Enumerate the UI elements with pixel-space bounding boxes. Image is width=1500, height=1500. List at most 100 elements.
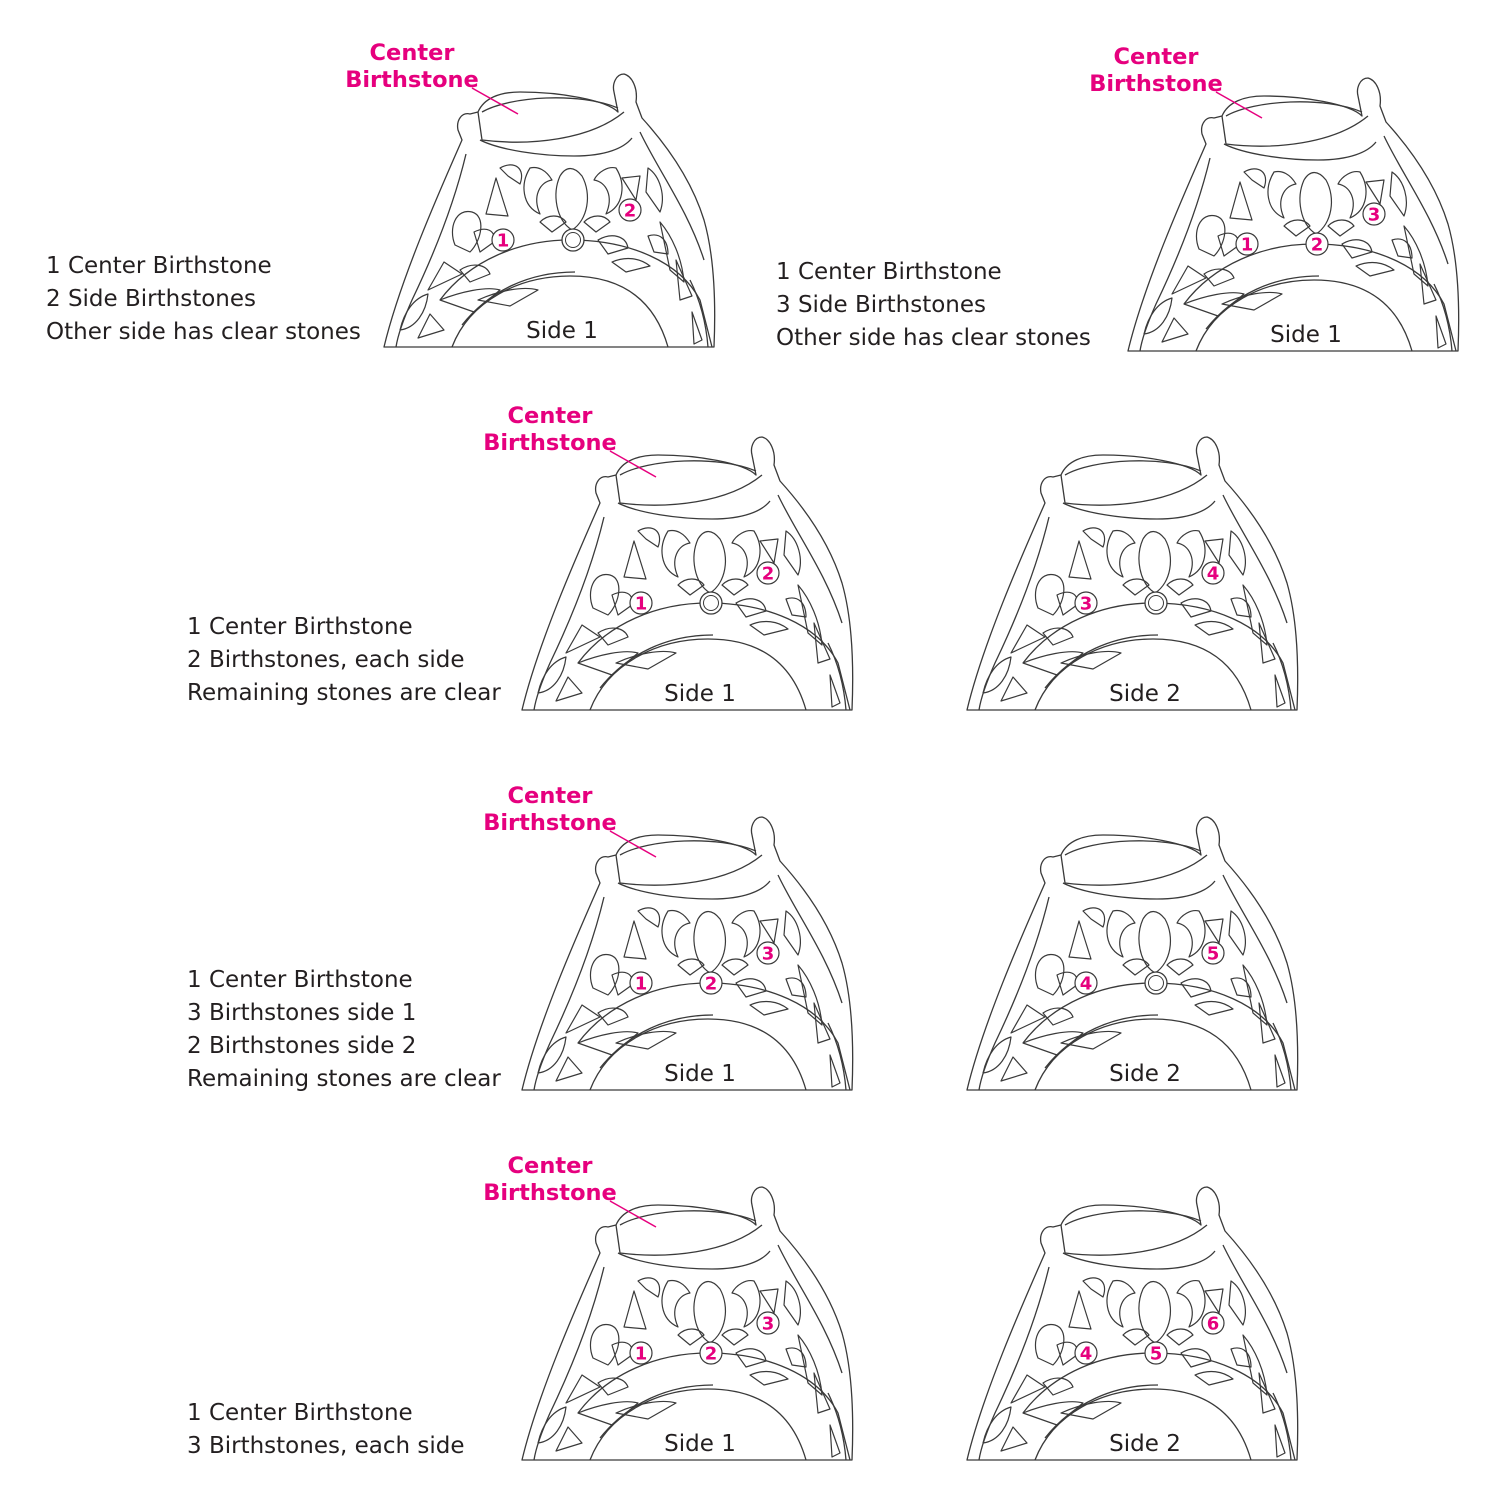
side-label: Side 1 <box>664 681 736 707</box>
center-birthstone-label: Center <box>1114 44 1200 70</box>
center-birthstone-label: Birthstone <box>483 1180 617 1206</box>
filigree-cutout <box>785 977 807 998</box>
description-line: 3 Side Birthstones <box>776 292 986 318</box>
ring-outline <box>599 1014 714 1069</box>
ring-outline <box>617 1250 771 1270</box>
ring-outline <box>617 500 771 520</box>
filigree-cutout <box>1419 263 1437 305</box>
filigree-cutout <box>637 527 661 548</box>
birthstone-number: 2 <box>624 201 637 222</box>
description-line: Other side has clear stones <box>776 325 1091 351</box>
description-line: Other side has clear stones <box>46 319 361 345</box>
description-line: Remaining stones are clear <box>187 1066 501 1092</box>
filigree-cutout <box>1204 538 1224 564</box>
filigree-cutout <box>645 167 663 213</box>
filigree-cutout <box>1283 219 1311 237</box>
filigree-cutout <box>1242 964 1268 1026</box>
ring-outline <box>1205 275 1320 330</box>
filigree-cutout <box>1042 627 1074 646</box>
filigree-cutout <box>537 656 567 694</box>
ring-outline <box>1060 854 1208 886</box>
ring-outline <box>689 279 709 348</box>
center-birthstone-label: Birthstone <box>1089 71 1223 97</box>
ring-outline <box>966 436 1299 711</box>
filigree-cutout <box>783 1280 801 1326</box>
side-label: Side 2 <box>1109 1061 1181 1087</box>
filigree-cutout <box>1068 1290 1092 1330</box>
description-line: 2 Birthstones side 2 <box>187 1033 417 1059</box>
birthstone-marker <box>1074 591 1098 615</box>
filigree-cutout <box>783 910 801 956</box>
center-birthstone-pointer <box>609 830 657 858</box>
filigree-cutout <box>1242 1334 1268 1396</box>
filigree-cutout <box>647 234 669 255</box>
filigree-cutout <box>1106 529 1136 578</box>
birthstone-marker <box>1235 232 1259 256</box>
side-label: Side 1 <box>664 1431 736 1457</box>
center-birthstone-label: Birthstone <box>483 810 617 836</box>
birthstone-number: 4 <box>1207 564 1220 585</box>
ring-outline <box>1222 874 1288 1004</box>
filigree-cutout <box>621 175 641 201</box>
filigree-cutout <box>1122 1328 1150 1346</box>
filigree-cutout <box>555 167 589 231</box>
ring-outline <box>1139 157 1211 352</box>
filigree-cutout <box>537 1406 567 1444</box>
filigree-cutout <box>661 529 691 578</box>
birthstone-marker <box>699 971 723 995</box>
birthstone-marker <box>756 561 780 585</box>
filigree-cutout <box>749 1000 789 1016</box>
filigree-cutout <box>1138 910 1172 974</box>
filigree-cutout <box>1365 179 1385 205</box>
birthstone-marker <box>1362 202 1386 226</box>
filigree-cutout <box>1161 317 1189 343</box>
ring-outline <box>1433 283 1453 352</box>
filigree-cutout <box>1204 918 1224 944</box>
birthstone-number: 3 <box>762 1314 775 1335</box>
ring-outline <box>1044 1384 1159 1439</box>
filigree-cutout <box>1435 315 1447 349</box>
ring-outline <box>1060 1224 1208 1256</box>
center-birthstone-pointer <box>471 87 519 115</box>
filigree-cutout <box>735 598 767 618</box>
side-label: Side 1 <box>664 1061 736 1087</box>
birthstone-marker <box>1144 1341 1168 1365</box>
filigree-cutout <box>555 1056 583 1082</box>
filigree-cutout <box>477 287 539 307</box>
filigree-cutout <box>1171 265 1207 295</box>
birthstone-number: 5 <box>1150 1344 1163 1365</box>
ring-outline <box>521 816 854 1091</box>
filigree-cutout <box>1010 1004 1046 1034</box>
birthstone-number: 6 <box>1207 1314 1220 1335</box>
filigree-cutout <box>623 920 647 960</box>
description-line: 1 Center Birthstone <box>776 259 1002 285</box>
birthstone-marker <box>1201 1311 1225 1335</box>
filigree-cutout <box>813 1372 831 1414</box>
filigree-cutout <box>1221 291 1283 311</box>
filigree-cutout <box>661 909 691 958</box>
filigree-cutout <box>1194 620 1234 636</box>
panel-4-description: 1 Center Birthstone 3 Birthstones side 1… <box>187 964 501 1096</box>
filigree-cutout <box>1022 1401 1084 1426</box>
ring-outline <box>615 1224 763 1256</box>
filigree-cutout <box>623 540 647 580</box>
birthstone-number: 3 <box>1368 205 1381 226</box>
filigree-cutout <box>1056 1341 1078 1366</box>
filigree-cutout <box>1274 674 1286 708</box>
filigree-cutout <box>982 1406 1012 1444</box>
panel-5-description: 1 Center Birthstone 3 Birthstones, each … <box>187 1397 464 1463</box>
clear-stone-inner <box>703 595 719 611</box>
ring-outline <box>966 1186 1299 1461</box>
filigree-cutout <box>749 1370 789 1386</box>
filigree-cutout <box>1274 1424 1286 1458</box>
description-line: 1 Center Birthstone <box>187 967 413 993</box>
filigree-cutout <box>1274 1054 1286 1088</box>
filigree-cutout <box>577 1401 639 1426</box>
filigree-cutout <box>1228 530 1246 576</box>
description-line: 2 Side Birthstones <box>46 286 256 312</box>
filigree-cutout <box>1228 910 1246 956</box>
